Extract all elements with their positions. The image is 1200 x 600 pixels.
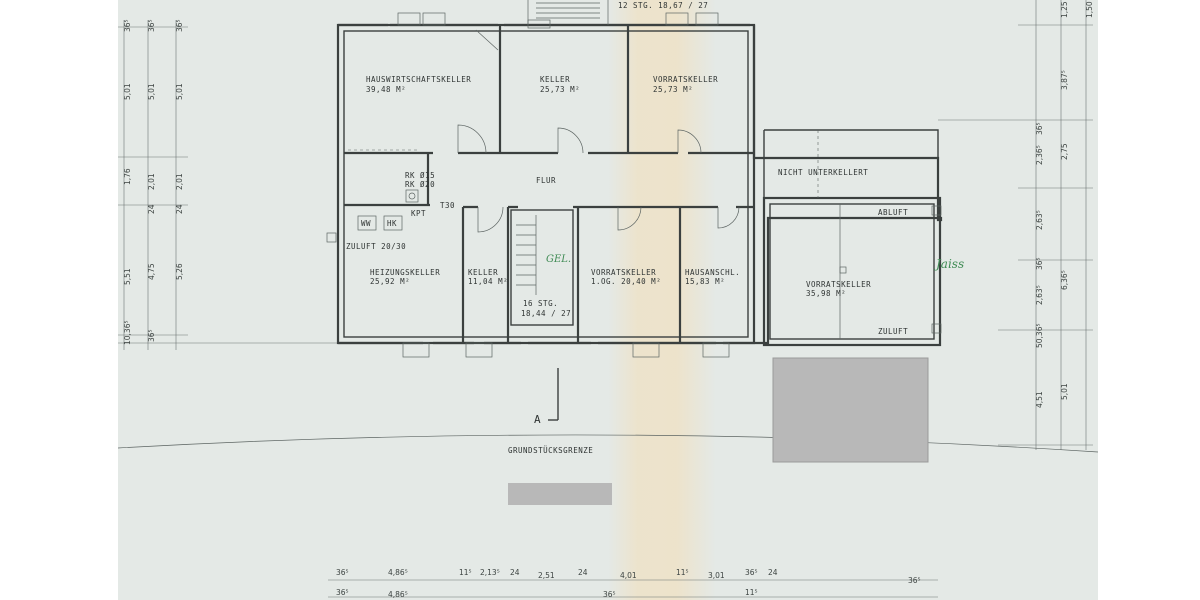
dim-left-c-0: 36⁵ bbox=[175, 19, 184, 32]
room-keller-top-area: 25,73 M² bbox=[540, 85, 580, 94]
floor-plan-drawing: 36⁵ 5,01 1,76 5,51 10,36⁵ 36⁵ 5,01 2,01 … bbox=[118, 0, 1098, 599]
signature-note: Jaiss bbox=[933, 257, 964, 271]
room-nicht-unterkellert-name: NICHT UNTERKELLERT bbox=[778, 168, 868, 177]
stair-top-label: 12 STG. 18,67 / 27 bbox=[618, 1, 708, 10]
kpt-label: KPT bbox=[411, 209, 426, 218]
dim-left-c-4: 5,26 bbox=[175, 263, 184, 280]
mid-stair-steps bbox=[516, 215, 537, 295]
dim-bottom-a-0: 36⁵ bbox=[336, 568, 349, 577]
dim-left-b-1: 5,01 bbox=[147, 83, 156, 100]
hk-label: HK bbox=[387, 219, 397, 228]
kpt-box bbox=[405, 189, 419, 203]
gel-note: GEL. bbox=[546, 254, 571, 265]
dim-right-b-2: 2,75 bbox=[1060, 143, 1069, 160]
room-hausanschl-area: 15,83 M² bbox=[685, 277, 725, 286]
room-hausanschl-name: HAUSANSCHL. bbox=[685, 268, 740, 277]
t30-label: T30 bbox=[440, 201, 455, 210]
plan-sheet: 36⁵ 5,01 1,76 5,51 10,36⁵ 36⁵ 5,01 2,01 … bbox=[118, 0, 1098, 600]
room-vorrat-right-name: VORRATSKELLER bbox=[806, 280, 871, 289]
dim-bottom-a-5: 2,51 bbox=[538, 571, 555, 580]
dim-right-top: 1,50 bbox=[1085, 1, 1094, 18]
stair-mid-label: 16 STG. bbox=[523, 299, 558, 308]
dim-bottom-b-1: 4,86⁵ bbox=[388, 590, 408, 599]
dim-left-b-2: 2,01 bbox=[147, 173, 156, 190]
dim-right-b-0: 1,25 bbox=[1060, 1, 1069, 18]
room-vorrat-top-name: VORRATSKELLER bbox=[653, 75, 718, 84]
dim-left-c-1: 5,01 bbox=[175, 83, 184, 100]
room-keller-top-name: KELLER bbox=[540, 75, 570, 84]
dim-right-a-2: 2,63⁵ bbox=[1035, 210, 1044, 230]
room-hauswirtschaft-name: HAUSWIRTSCHAFTSKELLER bbox=[366, 75, 471, 84]
zuluft-right-label: ZULUFT bbox=[878, 327, 908, 336]
dim-bottom-a-9: 3,01 bbox=[708, 571, 725, 580]
room-keller-small-name: KELLER bbox=[468, 268, 498, 277]
grundstuecksgrenze-label: GRUNDSTÜCKSGRENZE bbox=[508, 446, 593, 455]
dim-bottom-b-0: 36⁵ bbox=[336, 588, 349, 597]
vent-left bbox=[326, 232, 337, 243]
dim-left-b-5: 36⁵ bbox=[147, 329, 156, 342]
dim-bottom-a-10: 36⁵ bbox=[745, 568, 758, 577]
dim-bottom-a-8: 11⁵ bbox=[676, 568, 689, 577]
dim-right-a-6: 4,51 bbox=[1035, 391, 1044, 408]
dim-right-a-3: 36⁵ bbox=[1035, 257, 1044, 270]
property-boundary-line bbox=[118, 434, 1098, 453]
redaction-box-large bbox=[772, 357, 929, 463]
dim-right-a-0: 36⁵ bbox=[1035, 122, 1044, 135]
dim-bottom-a-4: 24 bbox=[510, 568, 520, 577]
abluft-label: ABLUFT bbox=[878, 208, 908, 217]
dim-left-a-3: 5,51 bbox=[123, 268, 132, 285]
dim-right-b-1: 3,87⁵ bbox=[1060, 70, 1069, 90]
section-marker-a: A bbox=[534, 368, 559, 426]
stair-mid-ratio: 18,44 / 27 bbox=[521, 309, 571, 318]
dim-right-b-3: 6,36⁵ bbox=[1060, 270, 1069, 290]
dim-left-c-2: 2,01 bbox=[175, 173, 184, 190]
room-flur-name: FLUR bbox=[536, 176, 556, 185]
rk15-label: RK Ø15 bbox=[405, 171, 435, 180]
ww-box bbox=[357, 215, 377, 231]
hk-box bbox=[383, 215, 403, 231]
redaction-box-small bbox=[508, 483, 612, 505]
dim-bottom-b-3: 11⁵ bbox=[745, 588, 758, 597]
room-vorrat-right-area: 35,98 M² bbox=[806, 289, 846, 298]
dim-left-a-2: 1,76 bbox=[123, 168, 132, 185]
dim-bottom-a-3: 2,13⁵ bbox=[480, 568, 500, 577]
vent-abluft bbox=[931, 205, 942, 216]
right-dimension-chains: 36⁵ 2,36⁵ 2,63⁵ 36⁵ 2,63⁵ 50,36⁵ 4,51 1,… bbox=[938, 0, 1094, 450]
dim-bottom-a-11: 24 bbox=[768, 568, 778, 577]
dim-left-c-3: 24 bbox=[175, 204, 184, 214]
dim-bottom-b-2: 36⁵ bbox=[603, 590, 616, 599]
ww-label: WW bbox=[361, 219, 371, 228]
top-stair-steps bbox=[527, 0, 609, 25]
room-heizung-name: HEIZUNGSKELLER bbox=[370, 268, 440, 277]
room-hauswirtschaft-area: 39,48 M² bbox=[366, 85, 406, 94]
dim-left-a-0: 36⁵ bbox=[123, 19, 132, 32]
dim-right-b-4: 5,01 bbox=[1060, 383, 1069, 400]
dim-right-a-5: 50,36⁵ bbox=[1035, 324, 1044, 348]
room-vorrat-top-area: 25,73 M² bbox=[653, 85, 693, 94]
walls bbox=[326, 0, 943, 358]
dim-bottom-a-2: 11⁵ bbox=[459, 568, 472, 577]
section-label: A bbox=[534, 413, 541, 426]
bottom-dimension-chains: 36⁵ 4,86⁵ 11⁵ 2,13⁵ 24 2,51 24 4,01 11⁵ … bbox=[328, 568, 938, 599]
zuluft-left-label: ZULUFT 20/30 bbox=[346, 242, 406, 251]
room-heizung-area: 25,92 M² bbox=[370, 277, 410, 286]
dim-right-a-1: 2,36⁵ bbox=[1035, 145, 1044, 165]
dim-right-a-4: 2,63⁵ bbox=[1035, 285, 1044, 305]
dim-left-a-1: 5,01 bbox=[123, 83, 132, 100]
dim-left-a-4: 10,36⁵ bbox=[123, 321, 132, 345]
dim-left-b-3: 24 bbox=[147, 204, 156, 214]
dim-bottom-a-12: 36⁵ bbox=[908, 576, 921, 585]
dim-left-b-4: 4,75 bbox=[147, 263, 156, 280]
rk20-label: RK Ø20 bbox=[405, 180, 435, 189]
dim-bottom-a-6: 24 bbox=[578, 568, 588, 577]
left-dimension-chains: 36⁵ 5,01 1,76 5,51 10,36⁵ 36⁵ 5,01 2,01 … bbox=[118, 19, 343, 350]
vent-zuluft bbox=[931, 323, 942, 334]
dim-left-b-0: 36⁵ bbox=[147, 19, 156, 32]
room-keller-small-area: 11,04 M² bbox=[468, 277, 508, 286]
dim-bottom-a-1: 4,86⁵ bbox=[388, 568, 408, 577]
room-vorrat-mid-name: VORRATSKELLER bbox=[591, 268, 656, 277]
room-vorrat-mid-area: 1.OG. 20,40 M² bbox=[591, 277, 661, 286]
dim-bottom-a-7: 4,01 bbox=[620, 571, 637, 580]
